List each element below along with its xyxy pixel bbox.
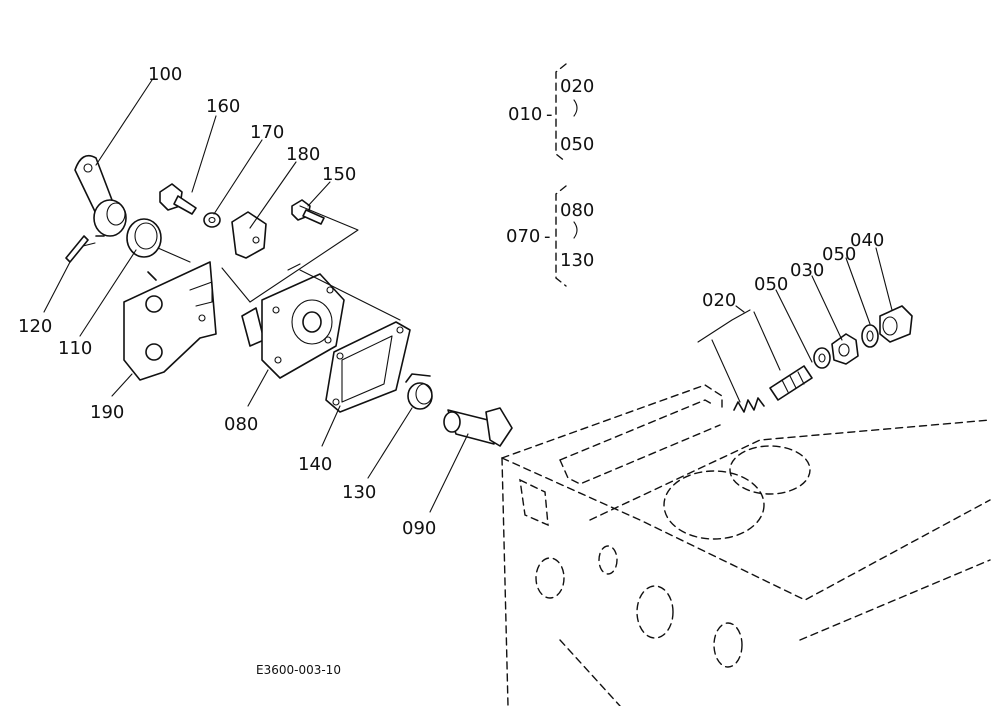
callout-050a: 050 — [754, 274, 788, 295]
part-180-bracket — [231, 211, 267, 259]
callout-130: 130 — [342, 482, 376, 503]
part-090-shaft — [443, 407, 513, 447]
callout-labels: 100 160 170 180 150 120 110 190 080 140 … — [18, 64, 884, 677]
part-190-bracket — [123, 261, 217, 381]
part-030-washer — [813, 347, 831, 369]
part-150-bolt — [291, 199, 325, 225]
callout-170: 170 — [250, 122, 284, 143]
part-050-nut — [831, 333, 859, 365]
callout-050b: 050 — [822, 244, 856, 265]
part-110-bearing — [126, 218, 162, 258]
group-070-parent: 070 — [506, 226, 540, 247]
part-160-bolt — [159, 183, 197, 215]
callout-020: 020 — [702, 290, 736, 311]
part-140-gasket — [325, 321, 411, 413]
part-020-spring — [733, 397, 765, 413]
part-120-pin — [65, 235, 89, 263]
group-brace-010 — [555, 63, 578, 163]
part-050-washer — [861, 324, 879, 348]
callout-180: 180 — [286, 144, 320, 165]
part-040-cap-nut — [879, 305, 913, 343]
group-070-from: 080 — [560, 200, 594, 221]
callout-160: 160 — [206, 96, 240, 117]
svg-text:-: - — [546, 104, 553, 125]
group-010-parent: 010 — [508, 104, 542, 125]
group-010-to: 050 — [560, 134, 594, 155]
part-170-washer — [203, 212, 221, 228]
callout-140: 140 — [298, 454, 332, 475]
callout-120: 120 — [18, 316, 52, 337]
part-130-spring — [405, 373, 433, 410]
callout-090: 090 — [402, 518, 436, 539]
group-010-from: 020 — [560, 76, 594, 97]
drawing-code: E3600-003-10 — [256, 663, 341, 677]
callout-100: 100 — [148, 64, 182, 85]
part-080-cover — [241, 273, 345, 379]
callout-150: 150 — [322, 164, 356, 185]
group-brace-070 — [555, 185, 578, 287]
leader-lines — [43, 79, 893, 513]
part-050-screw — [769, 365, 813, 401]
group-070-to: 130 — [560, 250, 594, 271]
svg-text:-: - — [544, 226, 551, 247]
part-100-lever — [74, 154, 127, 247]
callout-190: 190 — [90, 402, 124, 423]
callout-040: 040 — [850, 230, 884, 251]
callout-030: 030 — [790, 260, 824, 281]
engine-block — [501, 384, 991, 706]
callout-080: 080 — [224, 414, 258, 435]
callout-110: 110 — [58, 338, 92, 359]
